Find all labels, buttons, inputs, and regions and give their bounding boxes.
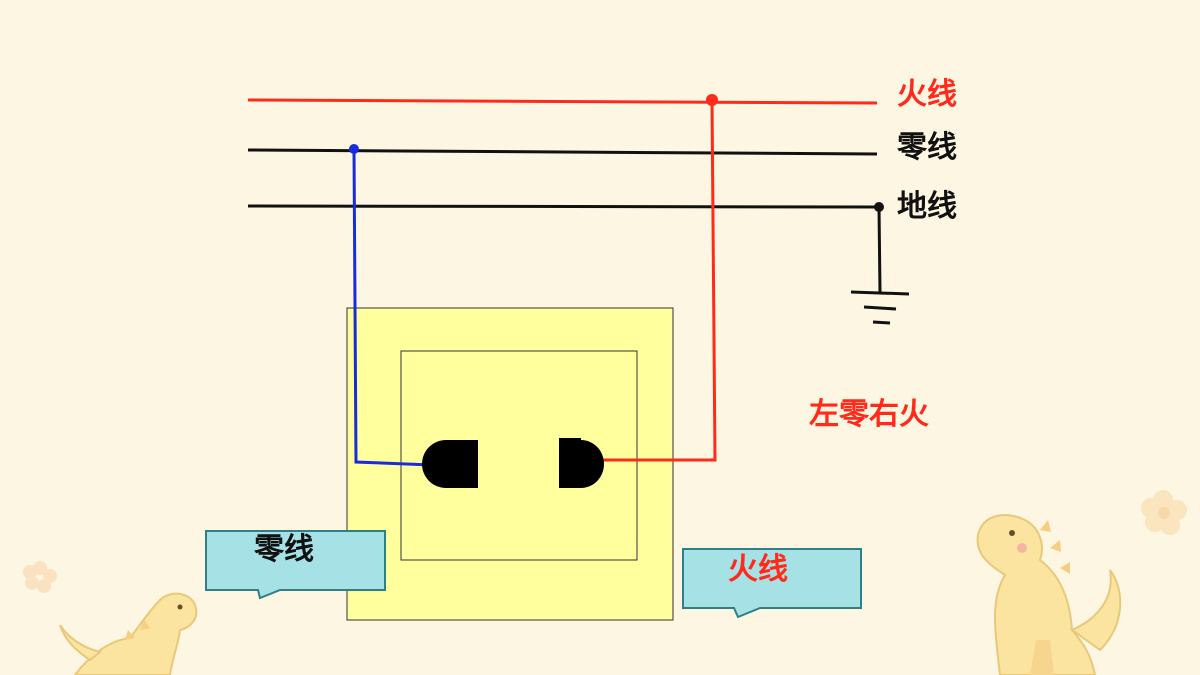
- dinosaur-illustration-right: [976, 514, 1122, 675]
- earth-drop-wire: [877, 206, 882, 293]
- rule-text: 左零右火: [809, 397, 929, 432]
- live-wire: [247, 98, 878, 105]
- earth-wire-label: 地线: [897, 189, 957, 224]
- live-wire-label: 火线: [897, 77, 957, 112]
- neutral-branch-wire: [352, 148, 433, 467]
- right-terminal-live: [559, 438, 604, 488]
- ground-symbol-icon: [850, 290, 910, 325]
- live-callout-box: [682, 548, 862, 619]
- dinosaur-illustration-left: [59, 592, 198, 675]
- earth-wire: [247, 204, 878, 209]
- neutral-wire: [247, 148, 878, 156]
- flower-decoration-left: [23, 561, 57, 593]
- left-terminal-neutral: [422, 439, 478, 488]
- neutral-wire-label: 零线: [897, 130, 957, 165]
- neutral-callout-text: 零线: [254, 532, 314, 567]
- neutral-callout-box: [205, 530, 386, 600]
- flower-decoration-right: [1141, 490, 1187, 535]
- live-callout-text: 火线: [728, 552, 788, 587]
- neutral-junction-dot: [349, 144, 359, 154]
- live-junction-dot: [706, 94, 718, 106]
- live-branch-wire: [603, 99, 717, 462]
- earth-junction-dot: [874, 202, 884, 212]
